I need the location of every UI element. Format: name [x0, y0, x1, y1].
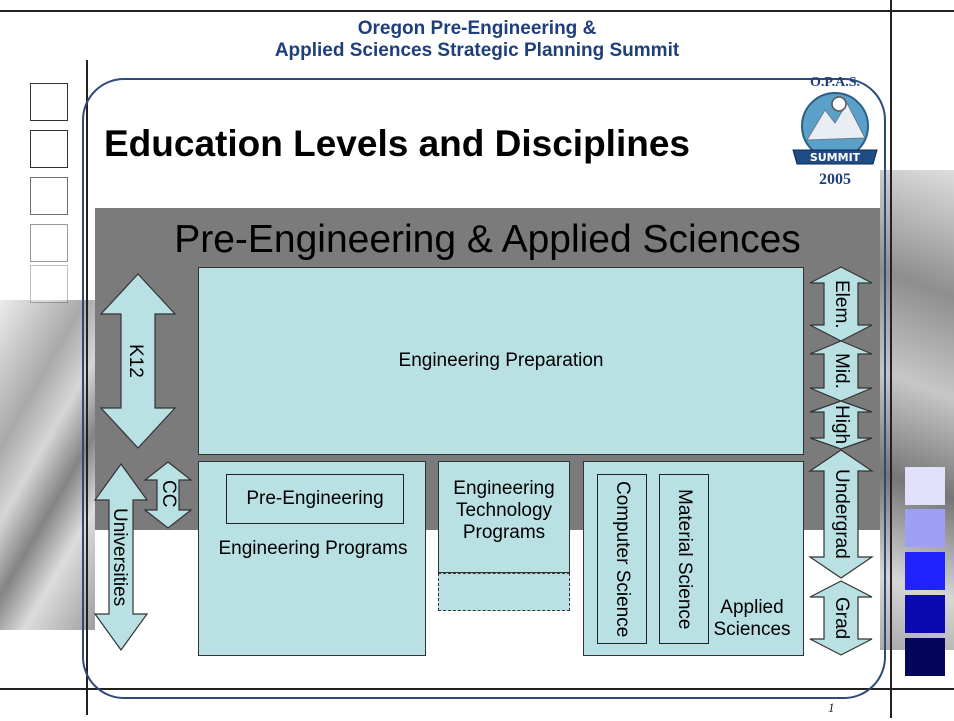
- decor-square-3: [30, 177, 68, 215]
- k12-arrow: [99, 273, 177, 449]
- elem-label: Elem.: [831, 279, 852, 329]
- engineering-preparation-box: Engineering Preparation: [198, 267, 804, 455]
- grad-label: Grad: [831, 596, 852, 640]
- logo-year: 2005: [819, 171, 851, 188]
- bottom-guide-line: [0, 688, 954, 690]
- page-number: 1: [828, 700, 835, 715]
- high-arrow: [809, 400, 873, 450]
- slide-title: Education Levels and Disciplines: [104, 123, 691, 164]
- left-guide-line: [86, 60, 88, 715]
- engineering-technology-extension: [438, 573, 570, 611]
- swatch-1: [905, 467, 945, 505]
- left-background-photo: [0, 300, 95, 630]
- logo-top-text: O.P.A.S.: [810, 75, 860, 90]
- engineering-technology-label: Engineering Technology Programs: [453, 478, 555, 543]
- k12-label: K12: [125, 344, 146, 378]
- swatch-2: [905, 509, 945, 547]
- mid-label: Mid.: [831, 353, 852, 389]
- engineering-technology-box: Engineering Technology Programs: [438, 461, 570, 573]
- grad-arrow: [809, 580, 873, 656]
- summit-logo: SUMMIT O.P.A.S. 2005: [792, 75, 878, 188]
- band-title: Pre-Engineering & Applied Sciences: [174, 218, 801, 261]
- high-label: High: [831, 405, 852, 445]
- right-guide-line: [890, 0, 892, 718]
- engineering-preparation-label: Engineering Preparation: [398, 350, 604, 371]
- material-science-box: Material Science: [659, 474, 709, 644]
- top-guide-line: [0, 10, 954, 12]
- decor-square-4: [30, 224, 68, 262]
- applied-sciences-box: Computer Science Material Science Applie…: [583, 461, 804, 656]
- decor-square-2: [30, 130, 68, 168]
- undergrad-arrow: [808, 449, 874, 579]
- universities-label: Universities: [109, 508, 130, 607]
- swatch-5: [905, 638, 945, 676]
- decor-square-5: [30, 265, 68, 303]
- pre-engineering-label: Pre-Engineering: [246, 488, 384, 509]
- material-science-label: Material Science: [674, 488, 695, 630]
- engineering-programs-label: Engineering Programs: [218, 538, 408, 559]
- slide-frame: [82, 78, 886, 699]
- undergrad-label: Undergrad: [831, 469, 852, 559]
- applied-sciences-label: Applied Sciences: [713, 597, 791, 640]
- computer-science-box: Computer Science: [597, 474, 647, 644]
- header-line-2: Applied Sciences Strategic Planning Summ…: [274, 40, 680, 61]
- engineering-programs-box: Pre-Engineering Engineering Programs: [198, 461, 426, 656]
- swatch-3: [905, 552, 945, 590]
- swatch-4: [905, 595, 945, 633]
- cc-label: CC: [158, 480, 179, 508]
- decor-square-1: [30, 83, 68, 121]
- universities-arrow: [93, 462, 149, 652]
- header-line-1: Oregon Pre-Engineering &: [357, 18, 597, 39]
- computer-science-label: Computer Science: [612, 480, 633, 638]
- logo-banner-text: SUMMIT: [810, 151, 861, 164]
- cc-arrow: [143, 461, 193, 529]
- pre-engineering-box: Pre-Engineering: [226, 474, 404, 524]
